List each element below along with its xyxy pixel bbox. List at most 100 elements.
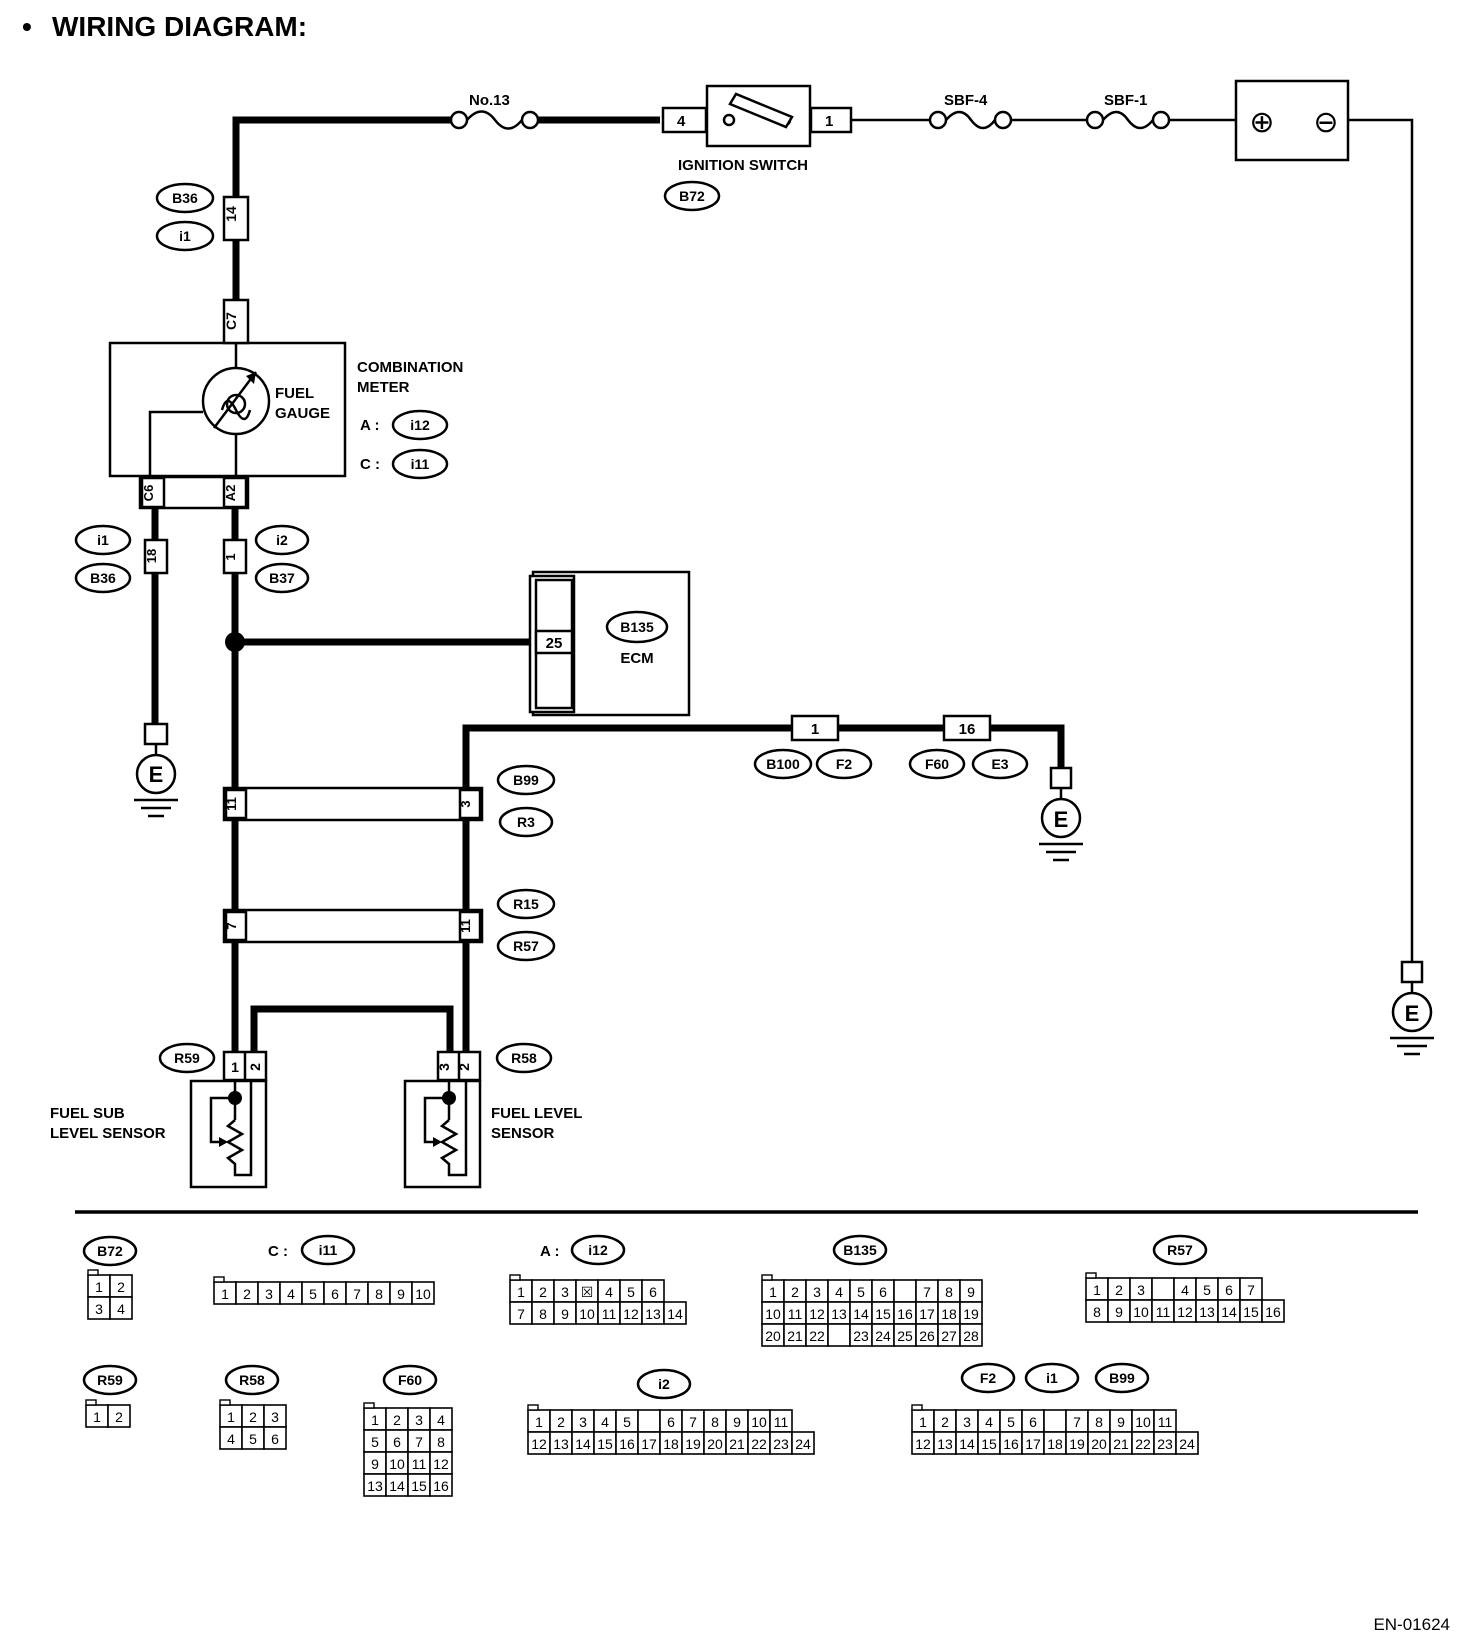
sub-sensor-label-2: LEVEL SENSOR bbox=[50, 1125, 166, 1142]
pin-1-b37: 1 bbox=[223, 553, 238, 560]
f60-pin: 15 bbox=[411, 1478, 427, 1494]
f2-i1-b99-pin: 9 bbox=[1117, 1414, 1125, 1430]
r59-cavity bbox=[107, 1404, 131, 1428]
i2-pin: 9 bbox=[733, 1414, 741, 1430]
r57-pin: 1 bbox=[1093, 1282, 1101, 1298]
i12-pin: 9 bbox=[561, 1306, 569, 1322]
b135-pin: 26 bbox=[919, 1328, 935, 1344]
i2-pin: 19 bbox=[685, 1436, 701, 1452]
b135-pin: 1 bbox=[769, 1284, 777, 1300]
combination-meter: C7 FUEL GAUGE COMBINATION METER A : i12 … bbox=[108, 298, 463, 510]
pin-7-r15: 7 bbox=[224, 922, 239, 929]
fuel-sub-level-sensor: 1 2 R59 FUEL SUB LEVEL SENSOR bbox=[50, 1042, 268, 1189]
i2-pin: 3 bbox=[579, 1414, 587, 1430]
f2-i1-b99-pin: 10 bbox=[1135, 1414, 1151, 1430]
r57-pin: 9 bbox=[1115, 1304, 1123, 1320]
f60-pin: 6 bbox=[393, 1434, 401, 1450]
b135-pin: 25 bbox=[897, 1328, 913, 1344]
i2-pin: 2 bbox=[557, 1414, 565, 1430]
f2-i1-b99-pin: 18 bbox=[1047, 1436, 1063, 1452]
f2-i1-b99-pin: 2 bbox=[941, 1414, 949, 1430]
i1-tag-label: i1 bbox=[1046, 1370, 1058, 1386]
b72-pin: 4 bbox=[117, 1301, 125, 1317]
sub-sensor-pin-2: 2 bbox=[247, 1063, 263, 1071]
fuel-gauge-label-1: FUEL bbox=[275, 385, 314, 402]
tag-r15: R15 bbox=[513, 896, 539, 912]
tag-r58: R58 bbox=[511, 1050, 537, 1066]
b72-pin: 2 bbox=[117, 1279, 125, 1295]
fuel-signal-wire: 1 i2 B37 bbox=[222, 508, 536, 1063]
b135-pin: 9 bbox=[967, 1284, 975, 1300]
r57-pin: 4 bbox=[1181, 1282, 1189, 1298]
ground-battery: E bbox=[1390, 960, 1434, 1056]
i2-pin: 12 bbox=[531, 1436, 547, 1452]
sub-sensor-pin-1: 1 bbox=[231, 1059, 239, 1075]
r58-pin: 5 bbox=[249, 1431, 257, 1447]
i2-pin: 7 bbox=[689, 1414, 697, 1430]
f60-pin: 8 bbox=[437, 1434, 445, 1450]
r57-pin: 2 bbox=[1115, 1282, 1123, 1298]
b135-pin: 13 bbox=[831, 1306, 847, 1322]
i2-pin: 10 bbox=[751, 1414, 767, 1430]
b99-tag-label: B99 bbox=[1109, 1370, 1135, 1386]
i12-pin: ☒ bbox=[581, 1284, 594, 1300]
fuel-level-sensor: 3 2 R58 FUEL LEVEL SENSOR bbox=[403, 1042, 582, 1189]
connector-b99-r3: 11 3 B99 R3 bbox=[222, 764, 556, 838]
r57-pin: 5 bbox=[1203, 1282, 1211, 1298]
f60-pin: 14 bbox=[389, 1478, 405, 1494]
r57-cavity bbox=[1151, 1277, 1175, 1301]
f2-i1-b99-pin: 5 bbox=[1007, 1414, 1015, 1430]
sub-sensor-label-1: FUEL SUB bbox=[50, 1105, 125, 1122]
pin-a2: A2 bbox=[223, 485, 238, 502]
title-bullet: • bbox=[22, 11, 32, 42]
b135-pin: 19 bbox=[963, 1306, 979, 1322]
i2-latch bbox=[527, 1404, 539, 1411]
f60-pin: 5 bbox=[371, 1434, 379, 1450]
f2-tag-label: F2 bbox=[980, 1370, 997, 1386]
meter-label-2: METER bbox=[357, 379, 410, 396]
meter-c-prefix: C : bbox=[360, 456, 380, 473]
ignition-conn-tag: B72 bbox=[679, 188, 705, 204]
level-sensor-label-2: SENSOR bbox=[491, 1125, 555, 1142]
r59-tag bbox=[82, 1364, 138, 1396]
r57-pin: 15 bbox=[1243, 1304, 1259, 1320]
b135-pin: 10 bbox=[765, 1306, 781, 1322]
r58-pin: 2 bbox=[249, 1409, 257, 1425]
ground-e-label: E bbox=[1405, 1001, 1420, 1026]
i2-pin: 24 bbox=[795, 1436, 811, 1452]
i2-tag bbox=[636, 1368, 692, 1400]
connector-b36-i1-pin14: 14 B36 i1 bbox=[155, 182, 250, 252]
f2-i1-b99-pin: 23 bbox=[1157, 1436, 1173, 1452]
i12-tag-label: i12 bbox=[588, 1242, 608, 1258]
tag-b37: B37 bbox=[269, 570, 295, 586]
i2-pin: 11 bbox=[774, 1414, 789, 1430]
level-sensor-pin-2: 2 bbox=[456, 1063, 472, 1071]
f2-i1-b99-pin: 4 bbox=[985, 1414, 993, 1430]
tag-i1-lower: i1 bbox=[97, 532, 109, 548]
f60-pin: 4 bbox=[437, 1412, 445, 1428]
b135-pin: 27 bbox=[941, 1328, 957, 1344]
b99-tag bbox=[1094, 1362, 1150, 1394]
ground-pin-1: 1 bbox=[811, 721, 819, 738]
ecm-label: ECM bbox=[620, 650, 653, 667]
i1-tag bbox=[1024, 1362, 1080, 1394]
b135-pin: 22 bbox=[809, 1328, 825, 1344]
b135-pin: 4 bbox=[835, 1284, 843, 1300]
i11-pin: 10 bbox=[415, 1286, 431, 1302]
r58-tag-label: R58 bbox=[239, 1372, 265, 1388]
f2-i1-b99-pin: 8 bbox=[1095, 1414, 1103, 1430]
b135-pin: 16 bbox=[897, 1306, 913, 1322]
i2-pin: 21 bbox=[729, 1436, 745, 1452]
f60-pin: 16 bbox=[433, 1478, 449, 1494]
b135-pin: 5 bbox=[857, 1284, 865, 1300]
b135-pin: 11 bbox=[788, 1306, 803, 1322]
r57-pin: 11 bbox=[1156, 1304, 1171, 1320]
f60-pin: 10 bbox=[389, 1456, 405, 1472]
sensor-ground-wire: 1 16 B100 F2 F60 E3 E bbox=[462, 714, 1083, 1063]
r59-latch bbox=[85, 1399, 97, 1406]
meter-a-prefix: A : bbox=[360, 417, 379, 434]
b135-pin: 28 bbox=[963, 1328, 979, 1344]
i12-cavity bbox=[663, 1301, 687, 1325]
i2-cavity bbox=[791, 1431, 815, 1455]
